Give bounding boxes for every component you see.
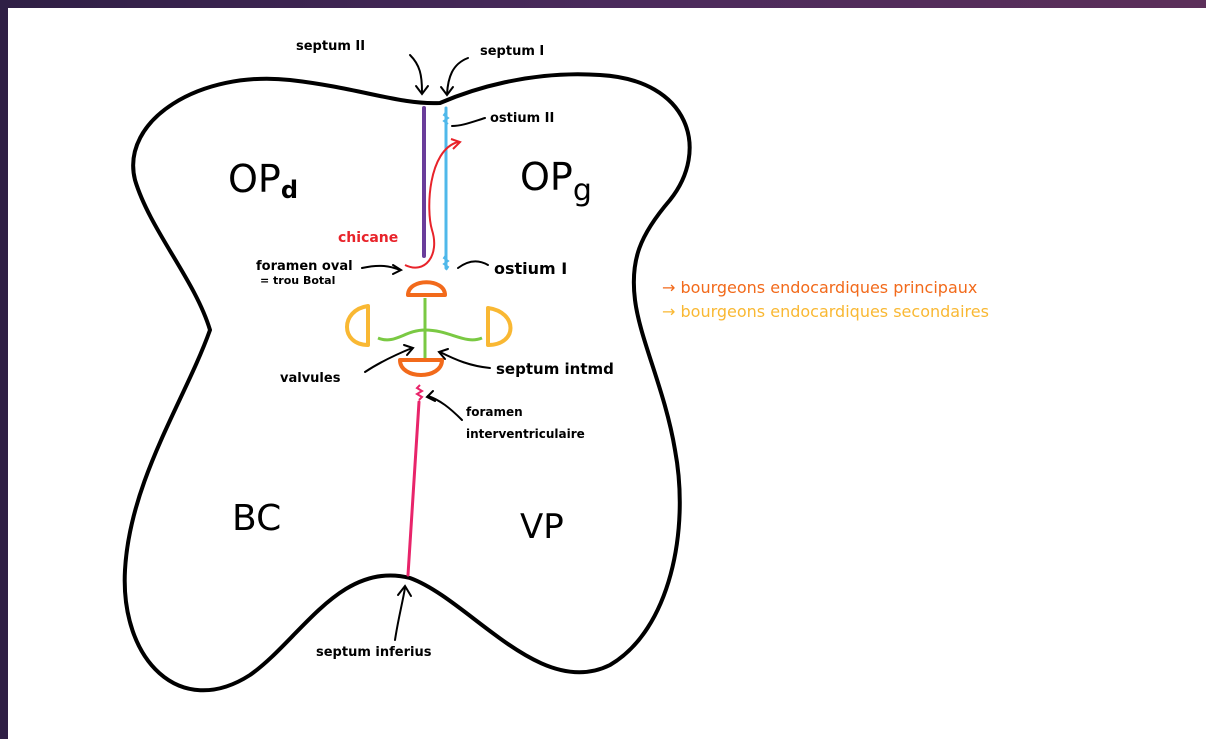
label-foramen-ovale-2: = trou Botal: [260, 274, 335, 287]
label-foramen-iv-2: interventriculaire: [466, 427, 585, 441]
arrow-ostium-i: [458, 261, 488, 268]
septum-intmd-right-arm: [425, 330, 482, 340]
septum-inferius-line: [408, 402, 419, 575]
label-septum-ii: septum II: [296, 39, 365, 54]
region-op-g-sub: g: [573, 173, 592, 208]
secondary-bud-right: [488, 308, 511, 345]
label-foramen-ovale-1: foramen oval: [256, 259, 353, 274]
legend-secondary: → bourgeons endocardiques secondaires: [662, 302, 989, 321]
arrow-septum-inferius: [395, 588, 405, 640]
heart-outline: [125, 74, 690, 690]
label-septum-inferius: septum inferius: [316, 645, 432, 660]
region-vp: VP: [520, 507, 564, 547]
region-op-d-sub: d: [281, 176, 298, 204]
label-foramen-iv-1: foramen: [466, 405, 523, 419]
label-ostium-i: ostium I: [494, 259, 567, 278]
label-septum-intmd: septum intmd: [496, 360, 614, 378]
region-op-d: OPd: [228, 157, 298, 204]
region-bc: BC: [232, 498, 281, 539]
legend-principal: → bourgeons endocardiques principaux: [662, 278, 977, 297]
secondary-bud-left: [347, 306, 368, 345]
region-op-g: OPg: [520, 155, 592, 208]
label-chicane: chicane: [338, 230, 398, 246]
septum-intmd-left-arm: [378, 330, 425, 340]
drawing-canvas: OPd OPg BC VP septum II septum I ostium …: [8, 8, 1206, 739]
foramen-iv-squiggle: [417, 385, 422, 400]
arrow-ostium-ii: [452, 118, 485, 126]
arrow-septum-intmd: [440, 352, 490, 368]
label-ostium-ii: ostium II: [490, 111, 554, 126]
label-valvules: valvules: [280, 371, 341, 386]
label-septum-i: septum I: [480, 44, 544, 59]
principal-bud-upper: [408, 282, 445, 295]
arrow-septum-i: [447, 58, 468, 94]
legend: → bourgeons endocardiques principaux → b…: [662, 278, 989, 321]
principal-bud-lower: [400, 360, 442, 375]
heart-diagram: OPd OPg BC VP septum II septum I ostium …: [8, 8, 1206, 739]
arrow-foramen-iv-head: [427, 391, 435, 401]
chicane-arrow: [405, 142, 458, 268]
